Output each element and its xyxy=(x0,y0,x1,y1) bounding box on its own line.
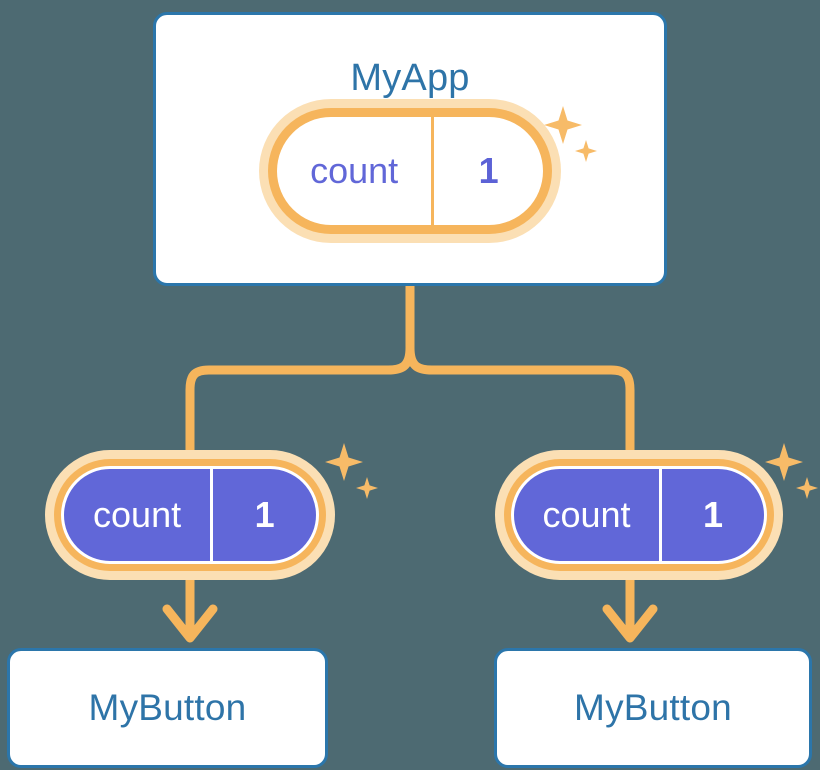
component-title-mybutton-left: MyButton xyxy=(88,687,247,728)
component-card-mybutton-left[interactable]: MyButton xyxy=(7,648,328,768)
component-title-mybutton-right: MyButton xyxy=(574,687,732,728)
component-title-myapp: MyApp xyxy=(350,57,470,99)
connector-branch-right xyxy=(405,343,635,459)
state-value-label: 1 xyxy=(431,117,543,225)
state-value-label: 1 xyxy=(210,469,316,561)
component-card-mybutton-right[interactable]: MyButton xyxy=(494,648,812,768)
state-key-label: count xyxy=(542,494,631,535)
state-pill-right[interactable]: count 1 xyxy=(504,459,774,571)
arrow-head-left xyxy=(162,604,218,643)
state-value-label: 1 xyxy=(659,469,764,561)
connector-branch-left xyxy=(185,343,415,459)
state-pill-body: count 1 xyxy=(61,466,319,564)
arrow-head-right xyxy=(602,604,658,643)
state-key-label: count xyxy=(310,150,399,191)
sparkle-icon-left xyxy=(322,441,382,505)
state-pill-left[interactable]: count 1 xyxy=(54,459,326,571)
state-pill-myapp[interactable]: count 1 xyxy=(268,108,552,234)
state-key-label: count xyxy=(93,494,182,535)
state-pill-body: count 1 xyxy=(277,117,543,225)
state-pill-body: count 1 xyxy=(511,466,767,564)
